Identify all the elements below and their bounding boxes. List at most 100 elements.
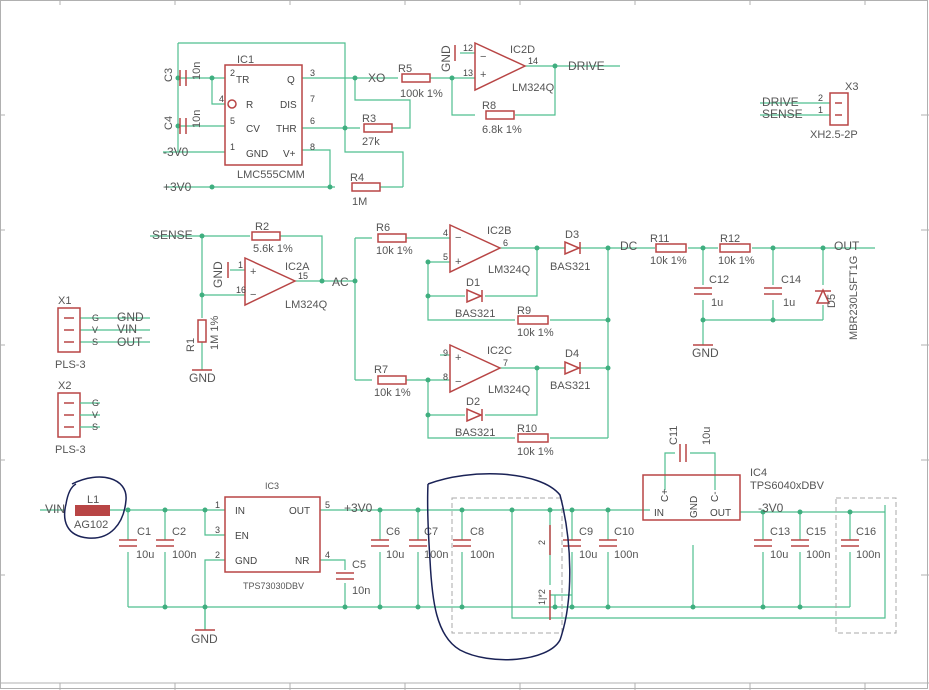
svg-text:3: 3: [310, 68, 315, 78]
ic2b-opamp[interactable]: − + IC2B LM324Q 4 5 6: [443, 223, 531, 276]
d5-diode[interactable]: D5 MBR230LSFT1G: [815, 256, 860, 340]
svg-text:100k 1%: 100k 1%: [400, 88, 443, 100]
svg-text:C4: C4: [163, 116, 175, 130]
svg-text:LM324Q: LM324Q: [512, 82, 555, 94]
svg-text:IN: IN: [235, 506, 245, 517]
x2-connector[interactable]: X2 PLS-3 G V S: [55, 380, 100, 456]
svg-text:R12: R12: [720, 233, 740, 245]
svg-text:C13: C13: [770, 526, 790, 538]
r4-resistor[interactable]: R4 1M: [350, 172, 381, 208]
svg-text:C5: C5: [352, 559, 366, 571]
svg-text:3: 3: [215, 525, 220, 535]
svg-text:PLS-3: PLS-3: [55, 444, 86, 456]
x1-connector[interactable]: X1 PLS-3 G V S: [55, 295, 99, 371]
svg-text:IC2B: IC2B: [487, 225, 511, 237]
ic1-timer[interactable]: IC1 LMC555CMM TR Q R DIS CV THR GND V+ 2…: [219, 54, 315, 181]
r2-resistor[interactable]: R2 5.6k 1%: [251, 221, 293, 255]
svg-text:D4: D4: [565, 348, 579, 360]
svg-text:C+: C+: [660, 489, 671, 502]
r1-resistor[interactable]: R1 1M 1%: [185, 316, 221, 352]
c6-capacitor[interactable]: C6 10u: [371, 526, 404, 561]
svg-text:1M 1%: 1M 1%: [209, 316, 221, 350]
svg-text:1: 1: [215, 500, 220, 510]
ic3-regulator[interactable]: IC3 TPS73030DBV IN EN GND OUT NR 1 3 2 5…: [215, 481, 330, 591]
r12-resistor[interactable]: R12 10k 1%: [718, 233, 755, 267]
svg-text:G: G: [92, 313, 99, 323]
svg-text:GND: GND: [689, 496, 700, 518]
l1-inductor[interactable]: L1 AG102: [74, 494, 110, 531]
svg-text:−: −: [455, 376, 461, 388]
svg-text:OUT: OUT: [289, 506, 310, 517]
svg-text:C9: C9: [579, 526, 593, 538]
svg-text:4: 4: [443, 228, 448, 238]
svg-text:5: 5: [443, 252, 448, 262]
svg-text:Q: Q: [287, 75, 295, 86]
d2-diode[interactable]: D2 BAS321: [455, 396, 495, 439]
svg-text:−: −: [480, 51, 486, 63]
svg-text:R2: R2: [255, 221, 269, 233]
svg-text:2: 2: [230, 68, 235, 78]
x3-connector[interactable]: X3 XH2.5-2P 2 1: [810, 81, 858, 141]
r8-resistor[interactable]: R8 6.8k 1%: [482, 100, 522, 136]
ic4-charge-pump[interactable]: IC4 TPS6040xDBV C+ C- IN GND OUT: [642, 467, 825, 521]
svg-text:16: 16: [236, 285, 246, 295]
svg-text:OUT: OUT: [710, 508, 731, 519]
svg-text:10k 1%: 10k 1%: [376, 245, 413, 257]
svg-text:AG102: AG102: [74, 519, 108, 531]
svg-text:15: 15: [298, 271, 308, 281]
c15-capacitor[interactable]: C15 100n: [791, 526, 830, 561]
svg-text:X2: X2: [58, 380, 71, 392]
r6-resistor[interactable]: R6 10k 1%: [376, 222, 413, 257]
ic2c-opamp[interactable]: + − IC2C LM324Q 9 8 7: [443, 343, 531, 396]
d3-diode[interactable]: D3 BAS321: [550, 229, 590, 273]
svg-text:DIS: DIS: [280, 100, 297, 111]
c8-capacitor[interactable]: C8 100n: [453, 526, 494, 561]
r3-resistor[interactable]: R3 27k: [362, 113, 393, 148]
ic2d-opamp[interactable]: − + IC2D LM324Q 12 13 14: [463, 41, 555, 94]
c16-capacitor[interactable]: C16 100n: [835, 497, 897, 634]
svg-text:8: 8: [443, 372, 448, 382]
r5-resistor[interactable]: R5 100k 1%: [398, 63, 443, 100]
svg-text:LM324Q: LM324Q: [285, 299, 328, 311]
svg-text:14: 14: [528, 56, 538, 66]
svg-text:10u: 10u: [770, 549, 788, 561]
svg-text:2: 2: [215, 550, 220, 560]
c5-capacitor[interactable]: C5 10n: [336, 559, 370, 597]
c12-capacitor[interactable]: C12 1u: [694, 274, 729, 309]
net-label-p3v0-ic3: +3V0: [344, 501, 373, 515]
c3-capacitor[interactable]: C3 10n: [163, 62, 203, 86]
svg-text:X3: X3: [845, 81, 858, 93]
c10-capacitor[interactable]: C10 100n: [599, 526, 638, 561]
c4-capacitor[interactable]: C4 10n: [163, 110, 203, 134]
svg-text:TPS6040xDBV: TPS6040xDBV: [750, 480, 825, 492]
svg-text:1M: 1M: [352, 196, 367, 208]
c13-capacitor[interactable]: C13 10u: [754, 526, 790, 561]
r7-resistor[interactable]: R7 10k 1%: [374, 364, 411, 399]
dashed-jumper: 2 1|*2: [451, 497, 563, 634]
svg-text:1u: 1u: [711, 297, 723, 309]
svg-text:13: 13: [463, 68, 473, 78]
svg-text:R5: R5: [398, 63, 412, 75]
net-label-gnd-ic2d: GND: [439, 45, 453, 72]
net-label-drive: DRIVE: [568, 59, 605, 73]
r10-resistor[interactable]: R10 10k 1%: [517, 423, 554, 458]
junctions: [125, 63, 853, 610]
c1-capacitor[interactable]: C1 10u: [119, 526, 154, 561]
svg-text:MBR230LSFT1G: MBR230LSFT1G: [848, 256, 860, 340]
ic2a-opamp[interactable]: + − IC2A LM324Q 1 16 15: [236, 256, 328, 311]
r11-resistor[interactable]: R11 10k 1%: [650, 233, 687, 267]
c2-capacitor[interactable]: C2 100n: [156, 526, 196, 561]
c11-capacitor[interactable]: C11 10u: [668, 426, 713, 462]
net-label-gnd-out: GND: [692, 346, 719, 360]
c9-capacitor[interactable]: C9 10u: [563, 526, 597, 561]
c14-capacitor[interactable]: C14 1u: [764, 274, 801, 309]
net-label-sense-x3: SENSE: [762, 107, 803, 121]
d1-diode[interactable]: D1 BAS321: [455, 277, 495, 320]
d4-diode[interactable]: D4 BAS321: [550, 348, 590, 392]
svg-text:C6: C6: [386, 526, 400, 538]
r9-resistor[interactable]: R9 10k 1%: [517, 305, 554, 339]
svg-text:R10: R10: [517, 423, 537, 435]
net-label-drive-x3: DRIVE: [762, 95, 799, 109]
svg-text:7: 7: [310, 94, 315, 104]
